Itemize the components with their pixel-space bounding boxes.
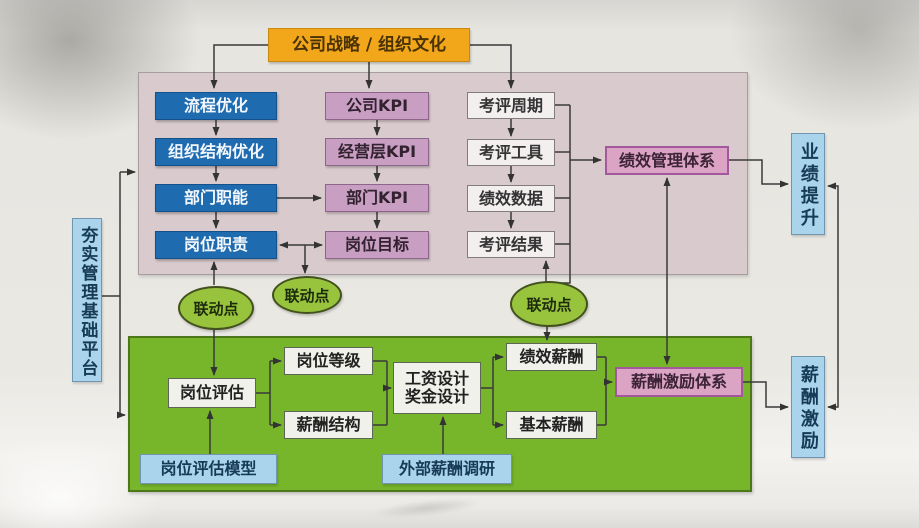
- strategy-culture-box: 公司战略 / 组织文化: [268, 28, 470, 62]
- wire-pay-join: [597, 356, 607, 426]
- wire-design-branch: [481, 357, 494, 425]
- job-duty-box: 岗位职责: [155, 231, 277, 259]
- process-optimization-box: 流程优化: [155, 92, 277, 120]
- wire-outcomes-link-up: [827, 182, 839, 296]
- job-grade-box: 岗位等级: [284, 347, 373, 375]
- salary-design-label: 工资设计: [404, 369, 469, 389]
- wire-outcomes-link-down: [827, 296, 839, 411]
- wire-platform-stem: [102, 172, 121, 415]
- management-kpi-box: 经营层KPI: [325, 138, 429, 166]
- eval-result-box: 考评结果: [467, 231, 555, 258]
- wire-strategy-to-process: [210, 44, 268, 89]
- wire-eval-collector: [547, 104, 571, 284]
- compensation-incentive-box: 薪酬激励: [791, 356, 825, 458]
- management-platform-box: 夯实管理基础平台: [72, 218, 102, 382]
- performance-improvement-box: 业绩提升: [791, 133, 825, 235]
- org-structure-box: 组织结构优化: [155, 138, 277, 166]
- evaluation-model-box: 岗位评估模型: [140, 454, 277, 484]
- wire-jobeval-branch: [256, 361, 271, 425]
- salary-bonus-design-box: 工资设计 奖金设计: [393, 362, 481, 414]
- linkage-point-1: 联动点: [178, 286, 254, 330]
- wire-perf-system-to-performance: [729, 159, 789, 188]
- dept-kpi-box: 部门KPI: [325, 184, 429, 212]
- linkage-point-3: 联动点: [510, 281, 588, 327]
- performance-data-box: 绩效数据: [467, 185, 555, 212]
- external-survey-box: 外部薪酬调研: [382, 454, 512, 484]
- wire-strategy-to-evaluation: [470, 44, 515, 89]
- salary-structure-box: 薪酬结构: [284, 411, 373, 439]
- performance-system-box: 绩效管理体系: [605, 146, 729, 175]
- wire-grade-structure-join: [373, 360, 388, 426]
- compensation-system-box: 薪酬激励体系: [615, 367, 743, 397]
- dept-function-box: 部门职能: [155, 184, 277, 212]
- eval-cycle-box: 考评周期: [467, 92, 555, 119]
- company-kpi-box: 公司KPI: [325, 92, 429, 120]
- linkage-point-2: 联动点: [272, 276, 342, 314]
- performance-pay-box: 绩效薪酬: [506, 343, 597, 371]
- job-evaluation-box: 岗位评估: [168, 378, 256, 408]
- wire-comp-system-to-incentive: [743, 381, 789, 411]
- bonus-design-label: 奖金设计: [404, 387, 469, 406]
- eval-tool-box: 考评工具: [467, 139, 555, 166]
- base-pay-box: 基本薪酬: [506, 411, 597, 439]
- job-goal-box: 岗位目标: [325, 231, 429, 259]
